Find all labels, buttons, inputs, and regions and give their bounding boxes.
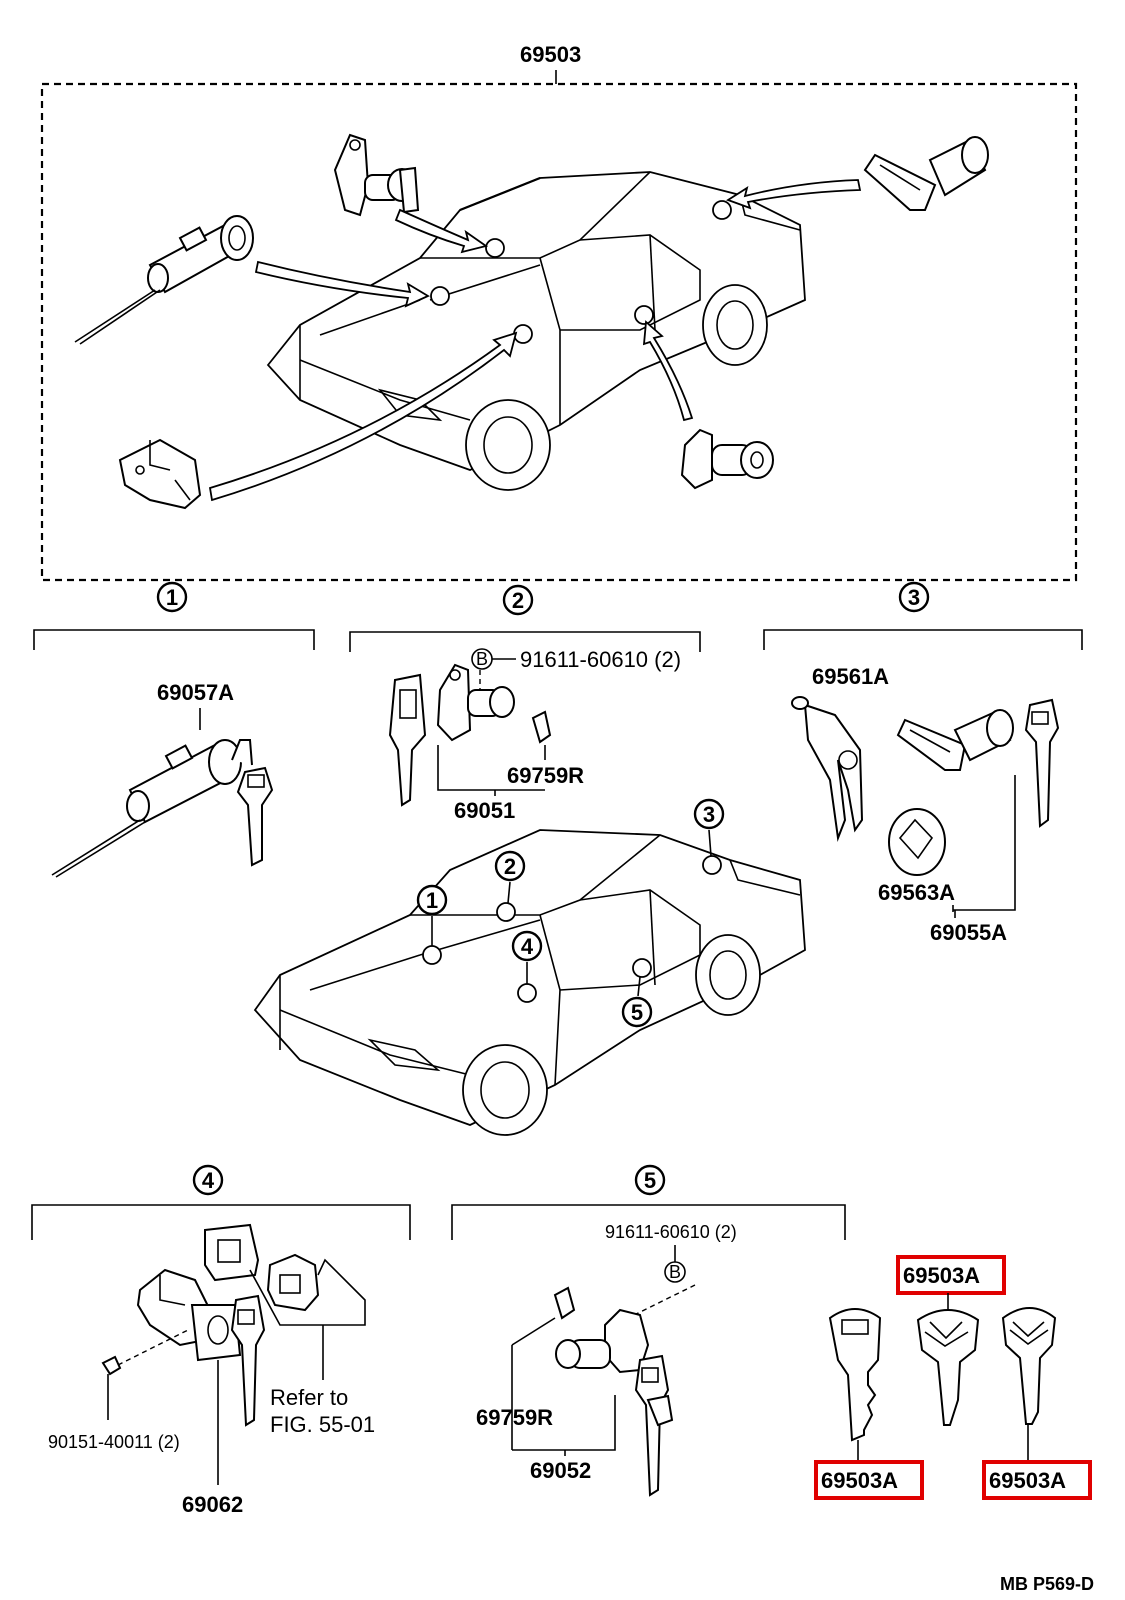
rear-door-lock-illustration <box>553 1286 674 1497</box>
section-4-number: 4 <box>202 1168 215 1193</box>
refer-to-text: Refer to <box>270 1385 348 1410</box>
part-label-69759r-s5: 69759R <box>476 1405 553 1430</box>
key-top-highlight-box <box>896 1255 1006 1295</box>
part-label-91611-60610-s5: 91611-60610 (2) <box>605 1222 737 1242</box>
part-label-69057a: 69057A <box>157 680 234 705</box>
section-5: 5 91611-60610 (2) B 69759R 69052 <box>451 1164 846 1497</box>
section-3: 3 69561A 69563A 69055A <box>763 581 1083 945</box>
trunk-cylinder-illustration <box>896 698 1060 828</box>
car-marker-3: 3 <box>703 802 715 827</box>
top-assembly-dashed-frame <box>40 82 1078 582</box>
trunk-lever-illustration <box>803 703 864 842</box>
door-lock-right-illustration <box>680 428 774 490</box>
section-5-bolt-mark: B <box>669 1262 681 1282</box>
part-label-69055a: 69055A <box>930 920 1007 945</box>
trunk-lock-top-illustration <box>863 136 989 211</box>
car-marker-1: 1 <box>426 888 438 913</box>
top-car-illustration <box>266 171 806 491</box>
key-right-highlight-box <box>982 1460 1092 1500</box>
seal-69563a-illustration <box>888 808 946 876</box>
door-lock-top-illustration <box>333 133 420 217</box>
door-lock-cylinder-illustration <box>388 663 515 807</box>
center-car-illustration: 1 2 3 4 5 <box>253 798 806 1136</box>
figure-code: MB P569-D <box>1000 1574 1094 1594</box>
part-label-69051: 69051 <box>454 798 515 823</box>
part-label-69062: 69062 <box>182 1492 243 1517</box>
refer-fig-text: FIG. 55-01 <box>270 1412 375 1437</box>
part-label-69561a: 69561A <box>812 664 889 689</box>
key-left-illustration <box>828 1308 882 1442</box>
section-2: 2 B 91611-60610 (2) 69759R 69051 <box>349 584 701 823</box>
clip-69759r-illustration <box>531 710 552 744</box>
key-middle-illustration <box>916 1309 980 1426</box>
door-lock-bottom-illustration <box>118 438 202 510</box>
section-2-number: 2 <box>512 588 524 613</box>
part-label-90151-40011: 90151-40011 (2) <box>48 1432 180 1452</box>
ignition-cylinder-illustration <box>74 215 254 345</box>
key-right-label: 69503A <box>989 1468 1066 1493</box>
part-label-69052: 69052 <box>530 1458 591 1483</box>
part-label-69759r-s2: 69759R <box>507 763 584 788</box>
key-left-highlight-box <box>814 1460 924 1500</box>
section-4: 4 Refer to FIG. 55-01 90151-40011 (2) 69… <box>31 1164 411 1517</box>
section-1: 1 69057A <box>33 581 315 878</box>
part-label-69563a: 69563A <box>878 880 955 905</box>
key-right-illustration <box>1001 1307 1057 1425</box>
section-2-bolt-mark: B <box>476 649 488 669</box>
door-lock-assembly-illustration <box>136 1268 266 1427</box>
lock-cover-illustration <box>204 1223 320 1312</box>
top-assembly-group: 69503 <box>40 42 1078 582</box>
keys-group: 69503A 69503A 69503A <box>814 1255 1092 1500</box>
key-top-label: 69503A <box>903 1263 980 1288</box>
section-1-number: 1 <box>166 585 178 610</box>
assembly-arrows <box>208 179 862 502</box>
car-marker-4: 4 <box>521 934 534 959</box>
ignition-cylinder-with-key-illustration <box>51 739 274 878</box>
car-marker-2: 2 <box>504 854 516 879</box>
screw-illustration <box>101 1329 189 1376</box>
section-5-number: 5 <box>644 1168 656 1193</box>
top-assembly-label: 69503 <box>520 42 581 67</box>
section-3-number: 3 <box>908 585 920 610</box>
part-label-91611-60610-s2: 91611-60610 (2) <box>520 647 681 672</box>
car-marker-5: 5 <box>631 1000 643 1025</box>
key-left-label: 69503A <box>821 1468 898 1493</box>
